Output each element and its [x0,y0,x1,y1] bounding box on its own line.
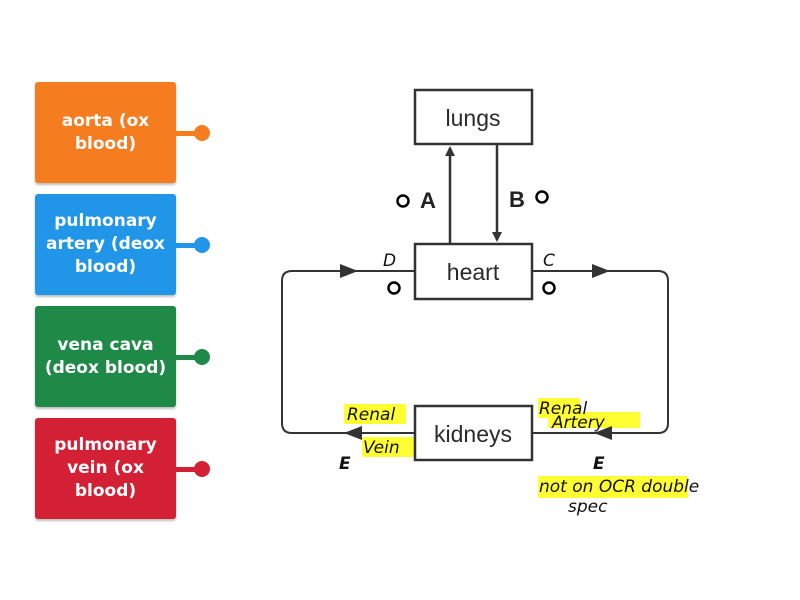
arrow-head-bottom-right [594,426,612,440]
highlight-renal-vein-1 [344,404,406,424]
label-e-left: E [339,454,351,474]
highlight-renal-vein-2 [362,437,414,457]
highlight-note [538,476,688,498]
label-d: D [383,251,396,271]
label-b: B [509,187,525,212]
drop-target-a[interactable] [396,194,410,208]
connector-knob[interactable] [194,348,210,365]
answer-card-aorta[interactable]: aorta (ox blood) [35,82,210,183]
annotation-note-line1: not on OCR double [539,477,699,497]
answer-card-vena-cava[interactable]: vena cava (deox blood) [35,306,210,407]
drop-target-d[interactable] [387,281,401,295]
connector-knob[interactable] [194,124,210,141]
arrow-head-top-left [340,264,358,278]
highlights [344,398,688,498]
annotation-renal-vein-1: Renal [347,405,395,425]
annotation-renal-artery-1: Renal [539,399,587,419]
connector-stem [174,242,196,248]
arrow-head-bottom-left [344,426,362,440]
connector-knob[interactable] [194,236,210,253]
heart-box [413,242,534,301]
highlight-renal-artery-2 [548,412,640,428]
connector-knob[interactable] [194,460,210,477]
label-c: C [543,251,555,271]
answer-card-pulmonary-vein[interactable]: pulmonary vein (ox blood) [35,418,210,519]
connector-stem [174,130,196,136]
kidneys-label: kidneys [434,421,512,447]
annotation-note-line2: spec [568,497,608,517]
connector-stem [174,354,196,360]
connector-stem [174,466,196,472]
answer-card-label: aorta (ox blood) [61,110,150,154]
kidneys-box [413,404,534,462]
drop-target-b[interactable] [535,190,549,204]
answer-card-label: pulmonary artery (deox blood) [45,211,165,277]
loop-path-left [281,270,415,434]
annotation-renal-artery-2: Artery [551,413,606,433]
arrow-head-top-right [592,264,610,278]
drop-target-c[interactable] [542,281,556,295]
loop-path [532,270,669,434]
annotation-renal-vein-2: Vein [363,438,400,458]
lungs-box [413,88,534,146]
label-a: A [420,188,436,213]
answer-card-pulmonary-artery[interactable]: pulmonary artery (deox blood) [35,194,210,295]
answer-card-label: pulmonary vein (ox blood) [54,435,157,501]
answer-card-label: vena cava (deox blood) [44,334,167,378]
label-e-right: E [593,454,605,474]
lungs-label: lungs [446,105,501,131]
heart-label: heart [447,259,500,285]
